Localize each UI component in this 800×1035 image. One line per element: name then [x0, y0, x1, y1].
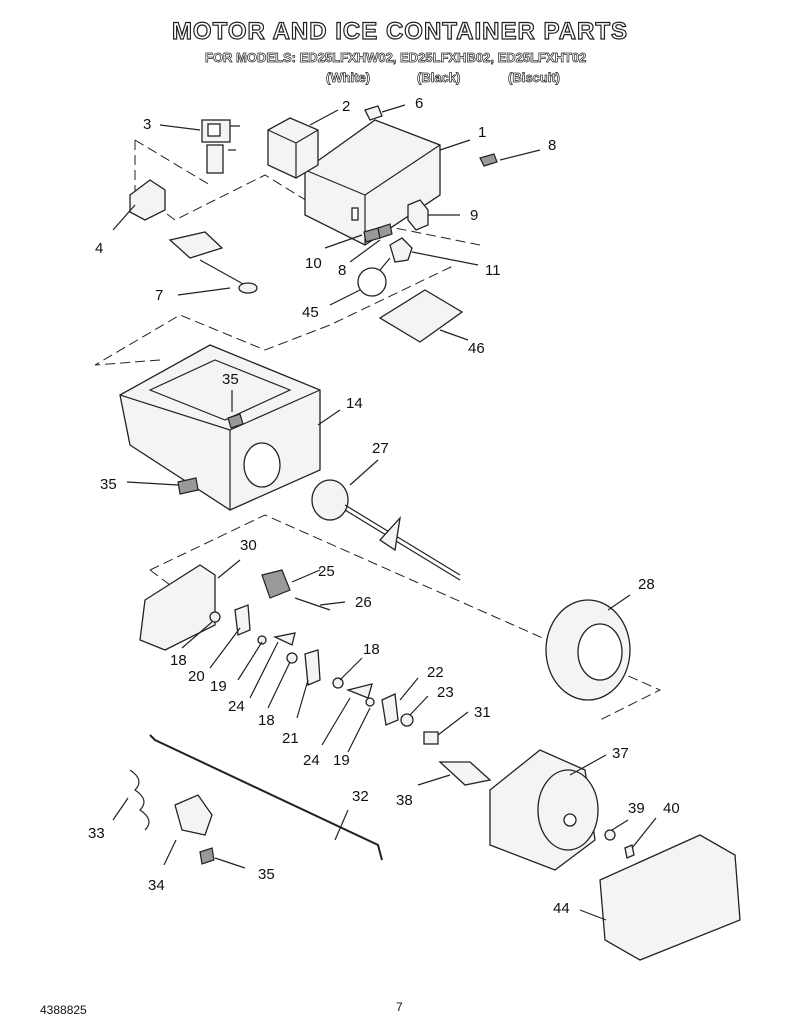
- callout-35-a: 35: [222, 371, 239, 388]
- callout-24-b: 24: [303, 752, 320, 769]
- callout-1: 1: [478, 124, 487, 141]
- cover-part-46: [378, 289, 464, 343]
- callout-37: 37: [612, 745, 629, 762]
- callout-38: 38: [396, 792, 413, 809]
- washer-part-39: [604, 829, 616, 841]
- callout-27: 27: [372, 440, 389, 457]
- motor-part-37: [489, 749, 599, 871]
- spring-part-33: [129, 769, 150, 831]
- color-biscuit: (Biscuit): [508, 70, 561, 86]
- callout-6: 6: [415, 95, 424, 112]
- callout-18-b: 18: [258, 712, 275, 729]
- callout-44: 44: [553, 900, 570, 917]
- callout-3: 3: [143, 116, 152, 133]
- cover-part-44: [599, 834, 741, 961]
- color-white: (White): [326, 70, 371, 86]
- switch-arm-part-7: [168, 231, 258, 294]
- callout-8-upper: 8: [548, 137, 557, 154]
- page-title: MOTOR AND ICE CONTAINER PARTS: [171, 17, 629, 45]
- callout-35-c: 35: [258, 866, 275, 883]
- washer-part-19b: [365, 697, 375, 707]
- callout-10: 10: [305, 255, 322, 272]
- callout-8-lower: 8: [338, 262, 347, 279]
- callout-18-c: 18: [363, 641, 380, 658]
- callout-23: 23: [437, 684, 454, 701]
- clip-part-40: [624, 844, 635, 859]
- leader-lines: [112, 104, 657, 921]
- clip-part-6: [364, 105, 383, 121]
- callout-24-a: 24: [228, 698, 245, 715]
- callout-2: 2: [342, 98, 351, 115]
- callout-4: 4: [95, 240, 104, 257]
- callout-20: 20: [188, 668, 205, 685]
- callout-31: 31: [474, 704, 491, 721]
- callout-28: 28: [638, 576, 655, 593]
- model-list: FOR MODELS: ED25LFXHW02, ED25LFXHB02, ED…: [205, 50, 587, 66]
- screw-part-35-outer: [177, 477, 199, 495]
- callout-45: 45: [302, 304, 319, 321]
- callout-30: 30: [240, 537, 257, 554]
- rod-part-32: [149, 734, 383, 861]
- housing-part-1: [304, 119, 441, 246]
- screw-part-35-lower: [199, 847, 215, 865]
- callout-21: 21: [282, 730, 299, 747]
- guide-line-lower: [149, 514, 662, 721]
- callout-32: 32: [352, 788, 369, 805]
- color-black: (Black): [417, 70, 461, 86]
- callout-9: 9: [470, 207, 479, 224]
- bulb-part-45: [357, 257, 391, 297]
- washer-part-23: [400, 713, 414, 727]
- callout-39: 39: [628, 800, 645, 817]
- callout-11: 11: [485, 262, 501, 279]
- pin-part-26: [294, 597, 331, 611]
- screw-part-35-inner: [227, 413, 244, 429]
- motor-part-2: [267, 117, 319, 179]
- screw-part-8-upper: [479, 153, 498, 167]
- callout-26: 26: [355, 594, 372, 611]
- callout-46: 46: [468, 340, 485, 357]
- bracket-part-34: [174, 794, 213, 836]
- plate-part-30: [139, 564, 216, 651]
- bearing-part-25: [261, 569, 291, 599]
- callout-19-b: 19: [333, 752, 350, 769]
- spring-part-22: [381, 693, 399, 726]
- callout-14: 14: [346, 395, 363, 412]
- clip-part-24b: [345, 683, 373, 699]
- screw-part-8-lower: [377, 223, 393, 239]
- callout-19-a: 19: [210, 678, 227, 695]
- auger-part-27: [311, 479, 461, 581]
- callout-22: 22: [427, 664, 444, 681]
- nut-part-18b: [286, 652, 298, 664]
- callout-25: 25: [318, 563, 335, 580]
- coupler-part-31: [423, 731, 439, 745]
- spring-part-21: [304, 649, 321, 686]
- document-number: 4388825: [40, 1003, 87, 1017]
- nut-part-18c: [332, 677, 344, 689]
- page-number: 7: [396, 1000, 403, 1014]
- small-parts-chain: [209, 604, 439, 745]
- spring-part-20: [234, 604, 251, 636]
- bracket-part-4: [129, 179, 166, 221]
- nut-part-18a: [209, 611, 221, 623]
- callout-35-b: 35: [100, 476, 117, 493]
- callout-34: 34: [148, 877, 165, 894]
- callout-40: 40: [663, 800, 680, 817]
- socket-part-11: [389, 237, 413, 263]
- solenoid-part-3: [201, 119, 240, 174]
- wheel-part-28: [545, 599, 631, 701]
- clip-part-24a: [272, 632, 296, 646]
- guide-line-middle: [94, 264, 456, 366]
- bracket-part-38: [438, 761, 492, 786]
- washer-part-19a: [257, 635, 267, 645]
- callout-33: 33: [88, 825, 105, 842]
- ice-container-part-14: [119, 344, 321, 511]
- clip-part-9: [407, 199, 429, 231]
- callout-18-a: 18: [170, 652, 187, 669]
- callout-7: 7: [155, 287, 164, 304]
